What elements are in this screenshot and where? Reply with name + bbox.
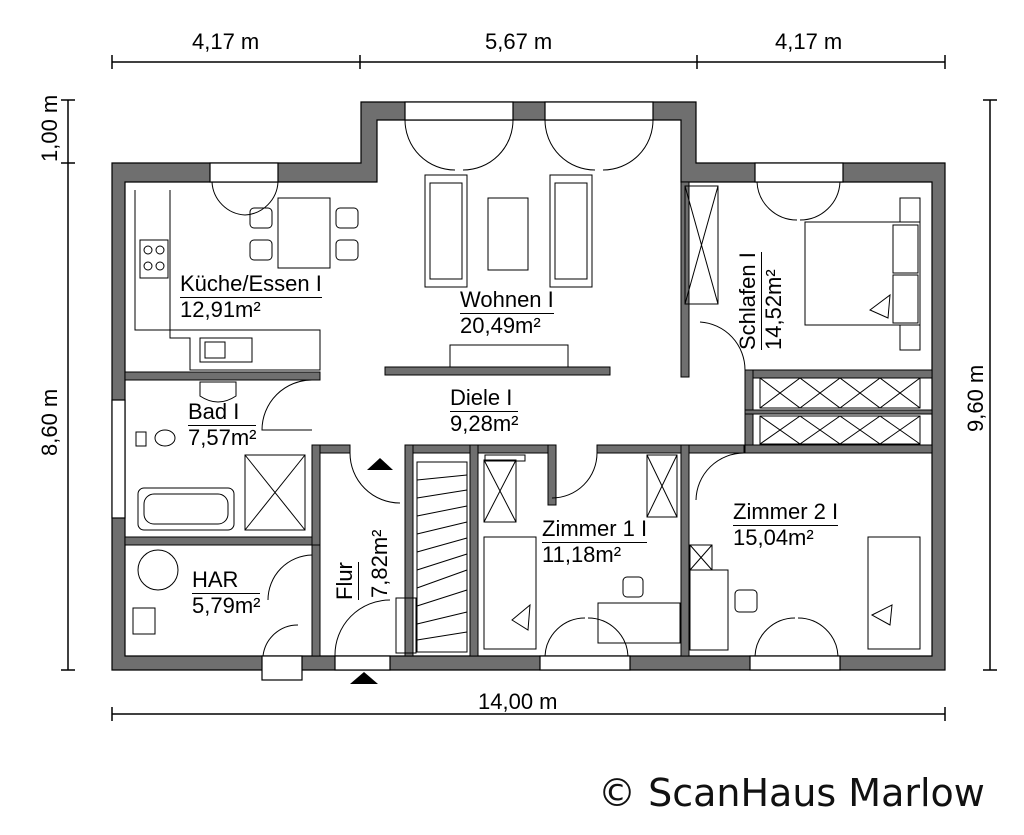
bedroom-furniture xyxy=(684,185,921,445)
room-schlafen-label: Schlafen I 14,52m² xyxy=(735,252,786,350)
room-schlafen-name: Schlafen I xyxy=(735,252,762,350)
bath-fixtures xyxy=(135,381,306,531)
room-bad-area: 7,57m² xyxy=(188,425,257,450)
room-zimmer1-name: Zimmer 1 I xyxy=(542,516,648,543)
entrance-markers xyxy=(350,458,393,684)
room-flur-area: 7,82m² xyxy=(367,529,392,598)
dim-right-total: 9,60 m xyxy=(963,364,988,432)
dim-top-left: 4,17 m xyxy=(192,29,260,54)
room-schlafen-area: 14,52m² xyxy=(761,269,786,350)
room-zimmer1-label: Zimmer 1 I 11,18m² xyxy=(542,516,648,567)
room-flur-label: Flur xyxy=(332,562,359,600)
fireplace xyxy=(449,344,569,368)
dining-table xyxy=(249,197,359,269)
room-har-label: HAR 5,79m² xyxy=(192,568,261,618)
room-wohnen-label: Wohnen I 20,49m² xyxy=(460,288,554,338)
zimmer2-furniture xyxy=(689,536,921,651)
room-bad-name: Bad I xyxy=(188,400,257,426)
staircase xyxy=(395,461,468,654)
room-flur-name: Flur xyxy=(332,562,359,600)
sofa-set xyxy=(424,174,593,288)
dim-left-upper: 1,00 m xyxy=(37,94,62,162)
room-wohnen-name: Wohnen I xyxy=(460,287,554,314)
room-flur-area-label: 7,82m² xyxy=(367,529,392,598)
room-diele-name: Diele I xyxy=(450,386,519,412)
room-zimmer2-name: Zimmer 2 I xyxy=(733,499,839,526)
room-zimmer1-area: 11,18m² xyxy=(542,542,622,567)
room-kueche-name: Küche/Essen I xyxy=(180,271,322,298)
room-wohnen-area: 20,49m² xyxy=(460,313,541,338)
doors xyxy=(211,119,841,657)
dim-bottom-total: 14,00 m xyxy=(478,689,558,714)
zimmer1-furniture xyxy=(483,454,681,650)
room-har-name: HAR xyxy=(192,568,261,594)
har-fixtures xyxy=(132,549,179,635)
room-zimmer2-area: 15,04m² xyxy=(733,525,814,550)
windows xyxy=(111,101,844,681)
dimension-lines xyxy=(61,55,997,721)
room-diele-area: 9,28m² xyxy=(450,411,519,436)
kitchen-counter xyxy=(134,190,321,371)
room-kueche-label: Küche/Essen I 12,91m² xyxy=(180,272,322,322)
room-kueche-area: 12,91m² xyxy=(180,297,261,322)
interior-walls xyxy=(124,181,933,657)
room-har-area: 5,79m² xyxy=(192,593,261,618)
room-diele-label: Diele I 9,28m² xyxy=(450,386,519,436)
room-zimmer2-label: Zimmer 2 I 15,04m² xyxy=(733,499,839,550)
dim-left-lower: 8,60 m xyxy=(37,388,62,456)
dim-top-right: 4,17 m xyxy=(775,29,843,54)
room-bad-label: Bad I 7,57m² xyxy=(188,400,257,450)
copyright-notice: © ScanHaus Marlow xyxy=(598,771,985,815)
dim-top-middle: 5,67 m xyxy=(485,29,553,54)
